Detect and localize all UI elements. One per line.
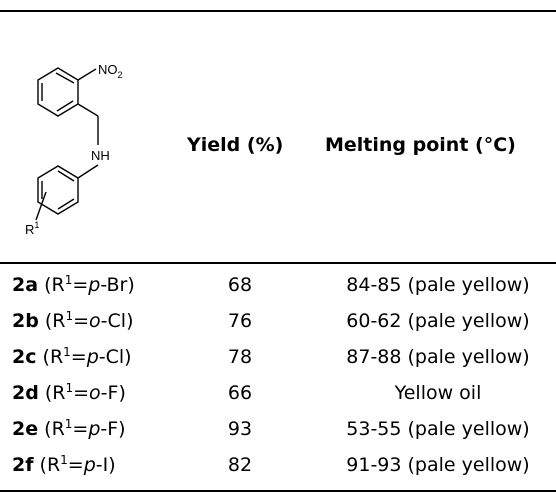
compound-cell: 2d (R1=o-F): [12, 381, 126, 404]
melting-point-cell: 91-93 (pale yellow): [346, 454, 530, 476]
compound-cell: 2e (R1=p-F): [12, 417, 126, 440]
table-row: 2d (R1=o-F) 66 Yellow oil: [0, 382, 556, 412]
header-melting-point: Melting point (°C): [325, 134, 516, 156]
compound-cell: 2b (R1=o-Cl): [12, 309, 134, 332]
melting-point-cell: 53-55 (pale yellow): [346, 418, 530, 440]
melting-point-cell: 60-62 (pale yellow): [346, 310, 530, 332]
header-yield: Yield (%): [187, 134, 284, 156]
melting-point-cell: Yellow oil: [394, 382, 482, 404]
table-row: 2c (R1=p-Cl) 78 87-88 (pale yellow): [0, 346, 556, 376]
melting-point-cell: 84-85 (pale yellow): [346, 274, 530, 296]
compound-id: 2f: [12, 454, 34, 476]
yield-cell: 68: [227, 274, 253, 296]
compound-id: 2e: [12, 418, 39, 440]
yield-cell: 66: [227, 382, 253, 404]
table-row: 2e (R1=p-F) 93 53-55 (pale yellow): [0, 418, 556, 448]
compound-cell: 2f (R1=p-I): [12, 453, 116, 476]
compound-cell: 2c (R1=p-Cl): [12, 345, 132, 368]
table-top-rule: [0, 10, 556, 12]
substituent-label: R1: [25, 220, 39, 237]
nitrobenzene-ring: [37, 67, 79, 117]
compound-id: 2a: [12, 274, 39, 296]
chemical-structure: NO2 NH R1: [25, 62, 123, 237]
compound-id: 2d: [12, 382, 39, 404]
table-row: 2f (R1=p-I) 82 91-93 (pale yellow): [0, 454, 556, 484]
yield-cell: 93: [227, 418, 253, 440]
yield-cell: 76: [227, 310, 253, 332]
yield-cell: 82: [227, 454, 253, 476]
yield-cell: 78: [227, 346, 253, 368]
compound-id: 2b: [12, 310, 39, 332]
table-mid-rule: [0, 262, 556, 264]
compound-cell: 2a (R1=p-Br): [12, 273, 135, 296]
amine-label: NH: [91, 148, 110, 163]
compound-id: 2c: [12, 346, 37, 368]
table-bottom-rule: [0, 490, 556, 492]
aryl-ring: [37, 165, 79, 215]
nitro-label: NO2: [98, 62, 123, 80]
table-row: 2b (R1=o-Cl) 76 60-62 (pale yellow): [0, 310, 556, 340]
table-row: 2a (R1=p-Br) 68 84-85 (pale yellow): [0, 274, 556, 304]
melting-point-cell: 87-88 (pale yellow): [346, 346, 530, 368]
